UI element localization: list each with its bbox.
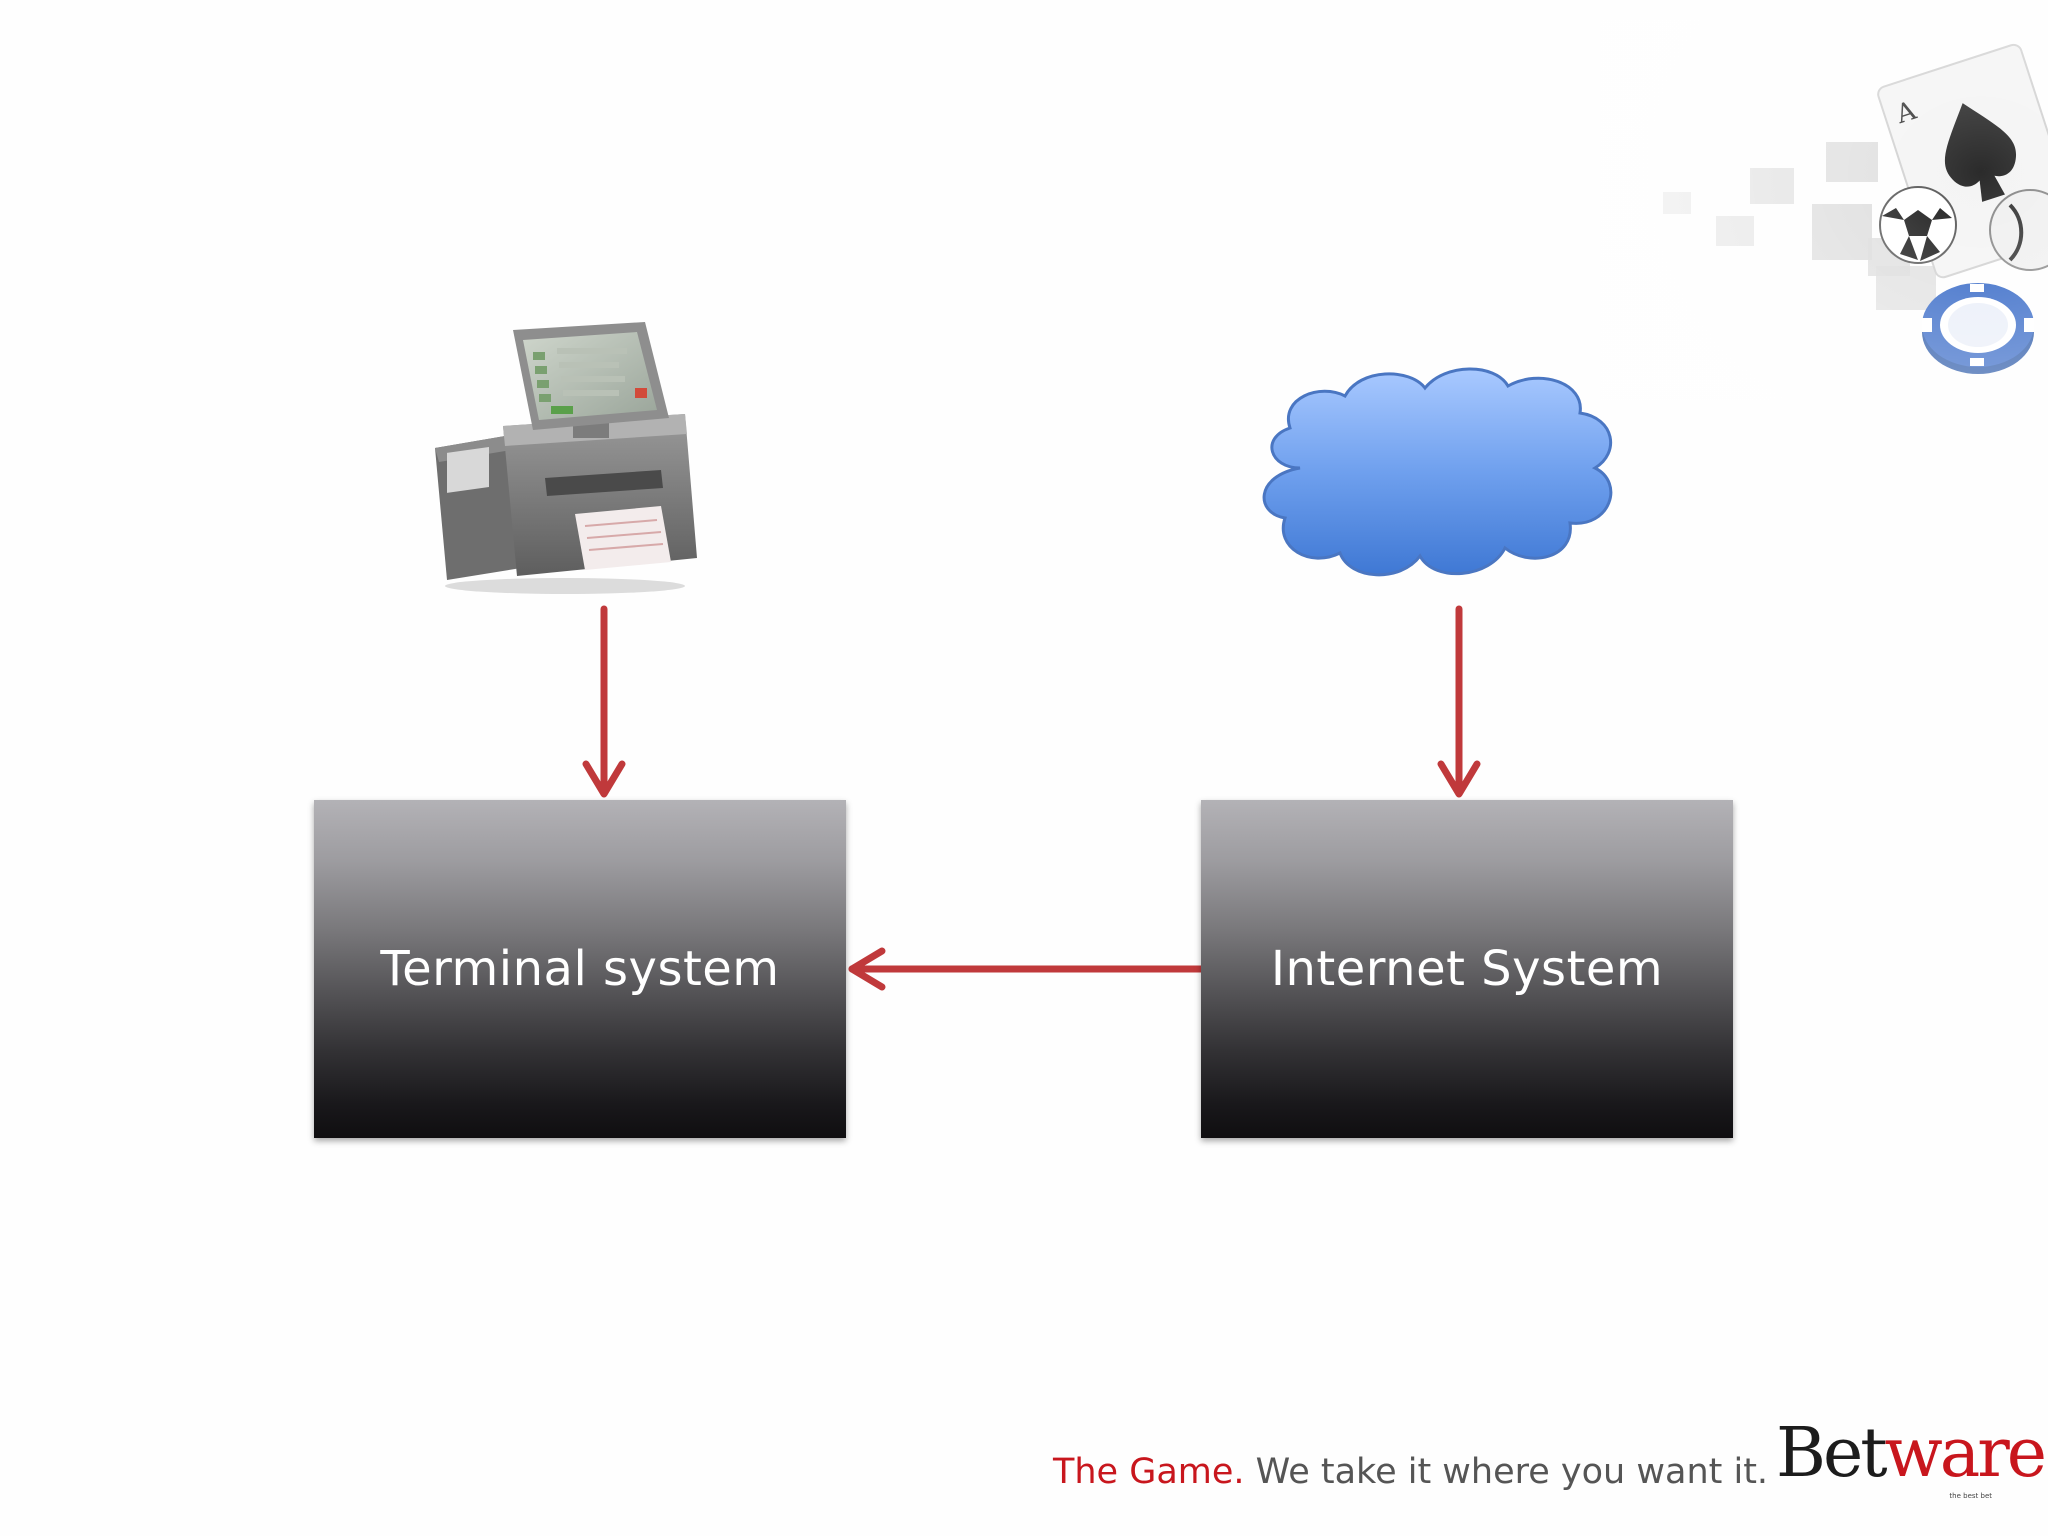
terminal-system-label: Terminal system bbox=[380, 941, 780, 997]
logo-wordmark: Betware bbox=[1776, 1420, 2047, 1488]
terminal-device-icon bbox=[435, 322, 697, 594]
terminal-system-node: Terminal system bbox=[314, 800, 846, 1138]
tagline-accent: The Game. bbox=[1053, 1452, 1245, 1492]
logo-main: Bet bbox=[1776, 1414, 1888, 1493]
internet-cloud-icon bbox=[1262, 367, 1613, 577]
tagline-rest: We take it where you want it. bbox=[1244, 1452, 1769, 1492]
betware-logo: Betware the best bet bbox=[1776, 1420, 2047, 1501]
logo-accent: ware bbox=[1884, 1414, 2047, 1493]
gaming-decoration: A bbox=[1600, 20, 2048, 400]
internet-system-label: Internet System bbox=[1270, 941, 1664, 997]
arrow-internet-to-terminal bbox=[848, 947, 1205, 991]
arrow-device-to-terminal bbox=[582, 605, 626, 798]
footer-tagline: The Game. We take it where you want it. bbox=[1053, 1452, 1768, 1492]
logo-subtitle: the best bet bbox=[1949, 1492, 1992, 1500]
internet-system-node: Internet System bbox=[1201, 800, 1733, 1138]
arrow-cloud-to-internet bbox=[1437, 605, 1481, 798]
